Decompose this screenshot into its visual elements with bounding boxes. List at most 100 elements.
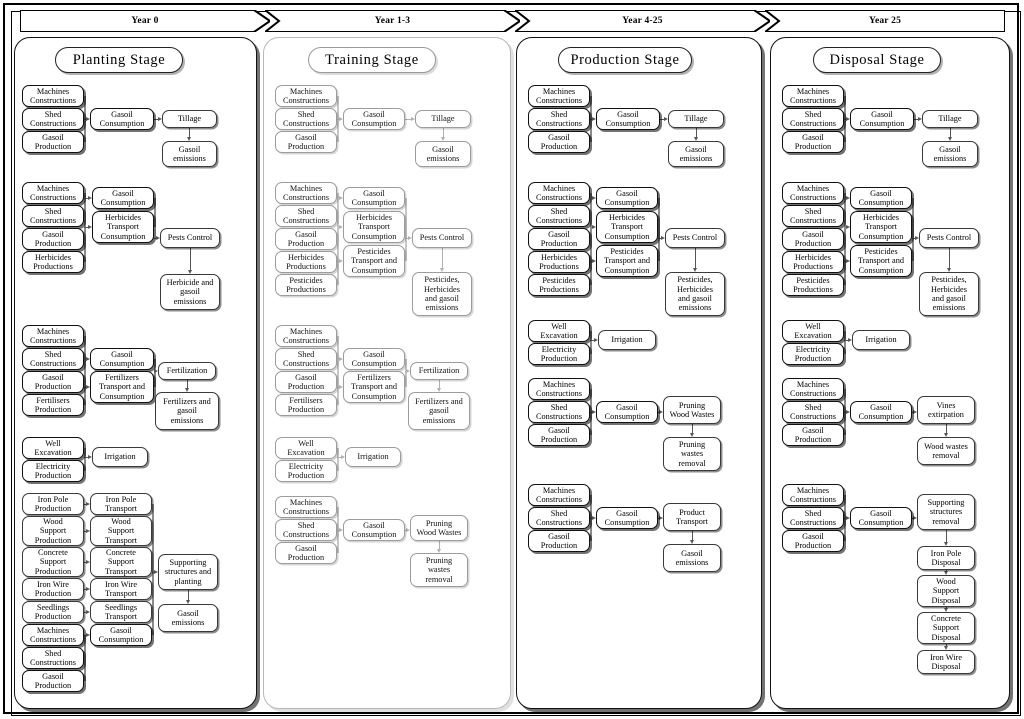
connector-line: [84, 562, 87, 563]
connector-line: [439, 541, 440, 550]
arrowhead-right-icon: [154, 570, 158, 574]
arrowhead-down-icon: [944, 433, 948, 437]
arrowhead-right-icon: [846, 196, 850, 200]
connector-line: [844, 412, 847, 413]
year-banner: Year 25: [765, 10, 1005, 32]
year-banner: Year 4-25: [515, 10, 770, 32]
arrowhead-right-icon: [592, 225, 596, 229]
arrowhead-right-icon: [88, 196, 92, 200]
arrowhead-right-icon: [154, 369, 158, 373]
year-label: Year 0: [131, 16, 159, 26]
connector-line: [439, 380, 440, 389]
year-label: Year 1-3: [374, 16, 411, 26]
arrowhead-right-icon: [846, 225, 850, 229]
connector-line: [590, 412, 593, 413]
connector-bus: [337, 336, 339, 405]
arrowhead-right-icon: [659, 516, 663, 520]
node-irrigation: Irrigation: [92, 447, 148, 467]
node-tillage: Tillage: [162, 110, 217, 128]
connector-line: [405, 238, 409, 239]
connector-bus: [154, 198, 156, 227]
arrowhead-right-icon: [86, 529, 90, 533]
year-banner: Year 1-3: [265, 10, 520, 32]
arrowhead-right-icon: [86, 560, 90, 564]
connector-bus: [912, 198, 914, 261]
arrowhead-right-icon: [661, 236, 665, 240]
arrowhead-down-icon: [944, 608, 948, 612]
node-tillage: Tillage: [668, 110, 724, 128]
connector-line: [590, 340, 595, 341]
stage-title-production: Production Stage: [558, 47, 692, 73]
connector-line: [84, 387, 87, 388]
connector-line: [692, 424, 693, 434]
year-banner: Year 0: [20, 10, 270, 32]
connector-line: [187, 380, 188, 389]
arrowhead-down-icon: [186, 600, 190, 604]
connector-line: [84, 227, 89, 228]
arrowhead-right-icon: [846, 259, 850, 263]
arrowhead-right-icon: [918, 117, 922, 121]
connector-line: [590, 261, 593, 262]
connector-bus: [844, 193, 846, 285]
connector-line: [84, 119, 87, 120]
connector-line: [949, 248, 950, 269]
year-label: Year 4-25: [622, 16, 663, 26]
arrowhead-right-icon: [592, 259, 596, 263]
arrowhead-right-icon: [88, 225, 92, 229]
connector-line: [154, 238, 157, 239]
arrowhead-right-icon: [406, 528, 410, 532]
connector-bus: [590, 193, 592, 285]
arrowhead-down-icon: [694, 137, 698, 141]
